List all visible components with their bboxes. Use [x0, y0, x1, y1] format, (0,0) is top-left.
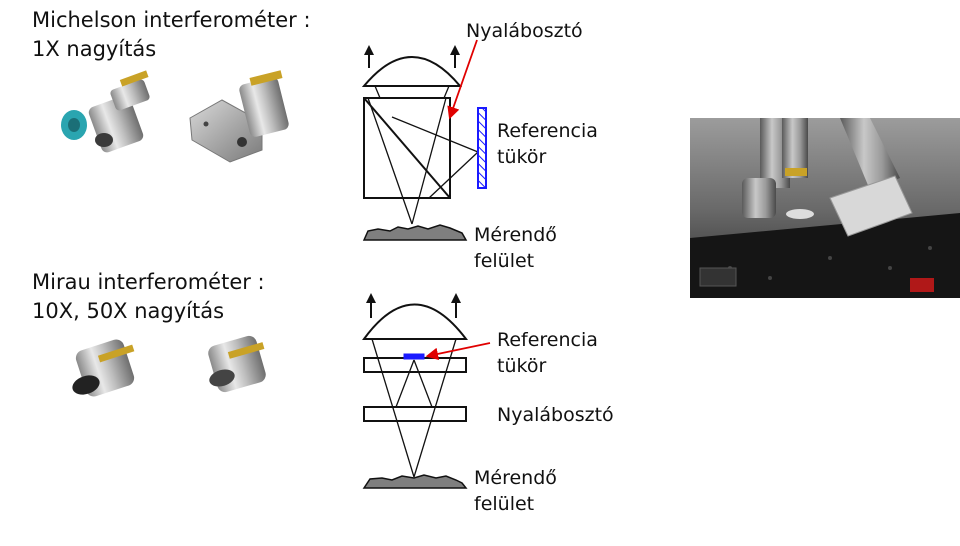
measured-surface [362, 224, 468, 241]
objective-lens [361, 56, 463, 87]
mirau-reference-mirror [403, 353, 425, 360]
mirau-title: Mirau interferométer : [32, 270, 265, 294]
mirau-magnification: 10X, 50X nagyítás [32, 299, 225, 323]
michelson-objective-photo-2 [189, 70, 289, 163]
mirau-beamsplitter-plate [363, 406, 467, 422]
mirau-reference-label: Referencia [497, 329, 598, 351]
mirau-beamsplitter-label: Nyalábosztó [497, 404, 614, 426]
michelson-diagram [361, 39, 487, 241]
michelson-title: Michelson interferométer : [32, 8, 311, 32]
beamsplitter-pointer [447, 39, 478, 120]
michelson-beamsplitter-label: Nyalábosztó [466, 20, 583, 42]
mirau-reference-label-2: tükör [497, 355, 547, 377]
mirau-objective-photo-1 [72, 339, 135, 397]
reference-pointer [425, 342, 491, 361]
beamsplitter-diagonal [363, 97, 451, 199]
mirau-measured-surface [362, 474, 468, 489]
michelson-surface-label-2: felület [474, 250, 535, 272]
mirau-objective-lens [362, 303, 469, 340]
michelson-reference-label-2: tükör [497, 146, 547, 168]
mirau-surface-label-2: felület [474, 493, 535, 515]
beamsplitter-cube [363, 97, 451, 199]
michelson-surface-label: Mérendő [474, 224, 557, 246]
michelson-objective-photo-1 [61, 70, 150, 153]
mirau-objective-photo-2 [208, 335, 266, 393]
microscope-photo [690, 118, 960, 298]
reference-mirror [477, 107, 487, 189]
mirau-diagram [362, 293, 491, 489]
michelson-reference-label: Referencia [497, 120, 598, 142]
michelson-magnification: 1X nagyítás [32, 37, 157, 61]
mirau-surface-label: Mérendő [474, 467, 557, 489]
